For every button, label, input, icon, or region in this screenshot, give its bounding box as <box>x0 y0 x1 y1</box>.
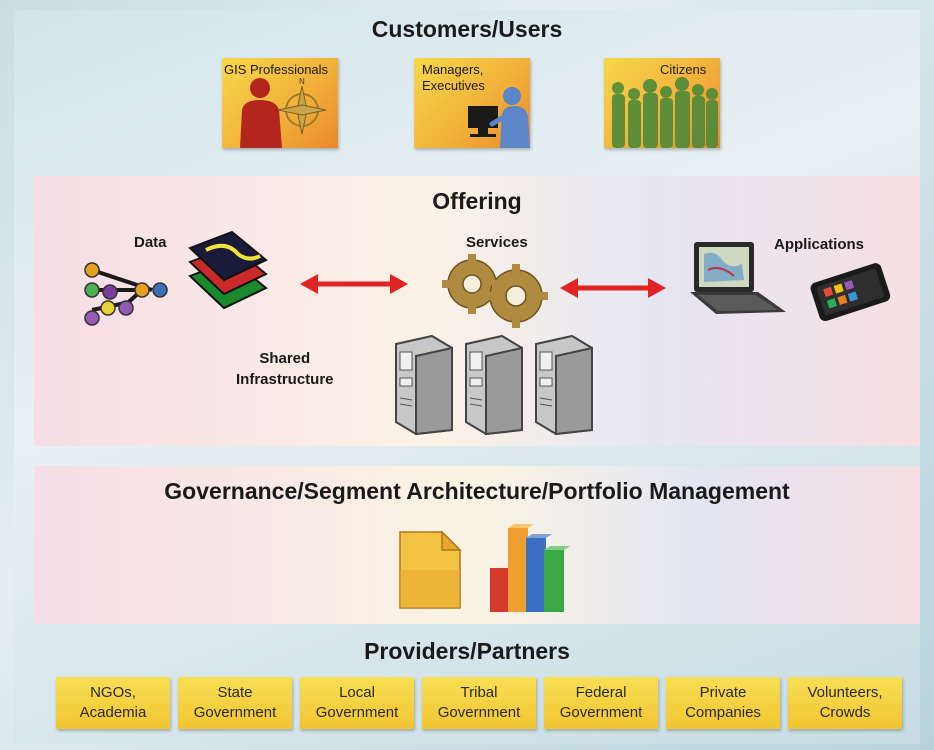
applications-label: Applications <box>774 236 865 253</box>
customer-card-managers-executives: Managers, Executives <box>414 58 530 148</box>
data-label: Data <box>134 234 167 251</box>
provider-private-companies: Private Companies <box>666 677 780 729</box>
offering-panel: Offering Data Services Applications Shar… <box>34 176 920 446</box>
bar-chart-icon <box>490 524 570 612</box>
customer-card-gis-professionals: GIS Professionals N <box>222 58 338 148</box>
services-label: Services <box>466 234 528 251</box>
provider-volunteers-crowds: Volunteers, Crowds <box>788 677 902 729</box>
laptop-icon <box>690 242 786 314</box>
provider-state-government: State Government <box>178 677 292 729</box>
svg-text:N: N <box>299 77 305 86</box>
governance-heading: Governance/Segment Architecture/Portfoli… <box>164 478 790 504</box>
server-icon <box>465 334 523 436</box>
network-nodes-icon <box>84 262 168 326</box>
shared-infrastructure-label: Shared Infrastructure <box>236 350 334 388</box>
server-icon <box>395 334 453 436</box>
governance-panel: Governance/Segment Architecture/Portfoli… <box>34 466 920 624</box>
map-layers-icon <box>188 230 268 310</box>
provider-ngos-academia: NGOs, Academia <box>56 677 170 729</box>
crowd-icon <box>612 77 718 148</box>
computer-user-icon <box>468 87 530 148</box>
document-icon <box>399 530 462 609</box>
person-icon: N <box>240 77 327 148</box>
customer-label: Citizens <box>660 62 707 77</box>
server-icon <box>535 334 593 436</box>
customer-card-citizens: Citizens <box>604 58 720 148</box>
provider-tribal-government: Tribal Government <box>422 677 536 729</box>
offering-heading: Offering <box>432 188 522 214</box>
providers-heading: Providers/Partners <box>364 638 570 664</box>
provider-local-government: Local Government <box>300 677 414 729</box>
provider-federal-government: Federal Government <box>544 677 658 729</box>
compass-icon: N <box>277 77 327 135</box>
tablet-icon <box>810 263 891 321</box>
double-arrow-icon <box>560 278 666 298</box>
customer-label: Managers, Executives <box>422 62 485 93</box>
customer-label: GIS Professionals <box>224 62 329 77</box>
double-arrow-icon <box>300 274 408 294</box>
customers-heading: Customers/Users <box>371 16 563 42</box>
gears-icon <box>442 254 548 328</box>
